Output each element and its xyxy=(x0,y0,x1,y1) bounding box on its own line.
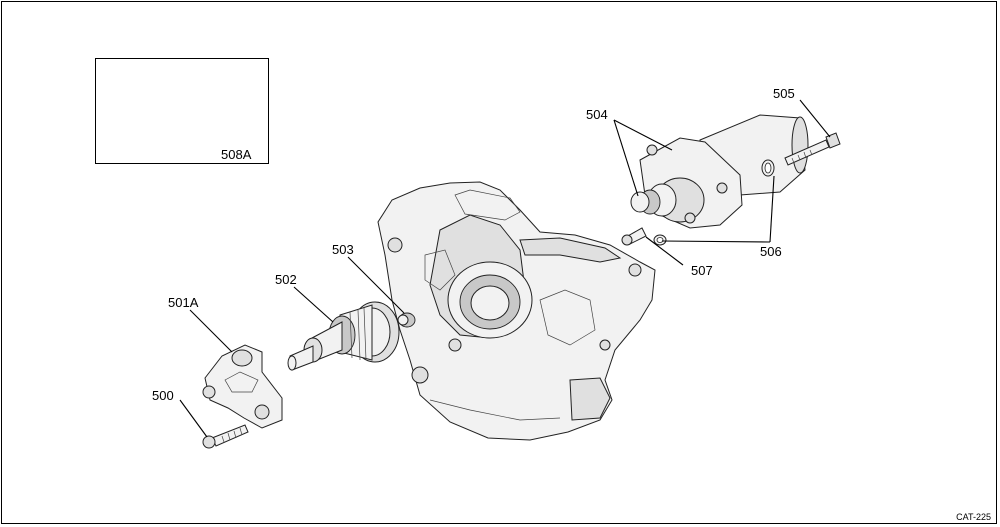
inset-box-508A xyxy=(95,58,269,164)
inset-label-508A: 508A xyxy=(221,147,252,162)
crankcase-part xyxy=(377,181,656,441)
leader-lines xyxy=(179,99,831,438)
callout-507: 507 xyxy=(691,263,713,278)
callout-500: 500 xyxy=(152,388,174,403)
bush-503-part xyxy=(397,312,416,328)
bolt-505-part xyxy=(784,132,841,166)
bolt-500-part xyxy=(202,424,249,449)
starter-motor-504-part xyxy=(630,114,809,229)
callout-502: 502 xyxy=(275,272,297,287)
catalog-code: CAT-225 xyxy=(956,512,991,522)
callout-505: 505 xyxy=(773,86,795,101)
callout-503: 503 xyxy=(332,242,354,257)
callout-504: 504 xyxy=(586,107,608,122)
oring-506-part xyxy=(653,159,775,246)
bolt-507-part xyxy=(621,227,647,246)
cover-501A-part xyxy=(202,344,283,429)
callout-506: 506 xyxy=(760,244,782,259)
callout-501A: 501A xyxy=(168,295,199,310)
starter-gear-502-part xyxy=(287,301,400,371)
